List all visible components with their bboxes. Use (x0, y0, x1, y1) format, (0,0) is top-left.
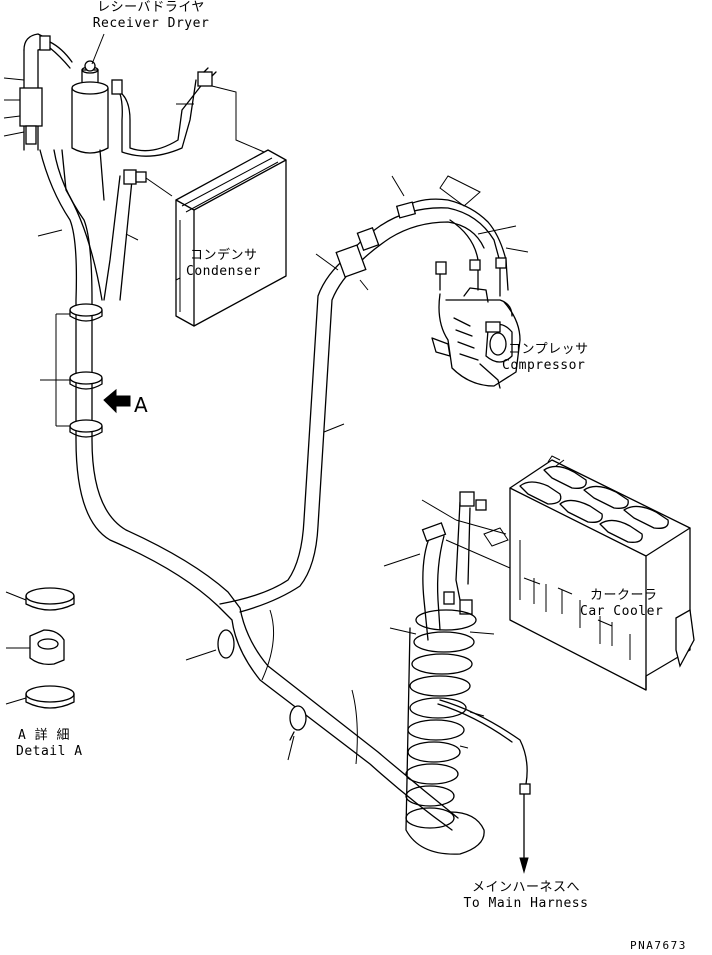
view-arrow-label: A (134, 393, 149, 417)
main-harness-wire (351, 689, 531, 874)
spiral-guard (405, 609, 485, 855)
receiver-dryer-label-en: Receiver Dryer (92, 16, 210, 31)
hose-clamps (40, 303, 103, 438)
compressor-hose (219, 175, 529, 613)
car-cooler (509, 455, 695, 691)
detail-a-label-jp: A 詳 細 (18, 728, 70, 743)
condenser-label-en: Condenser (186, 264, 261, 279)
cooler-hoses (383, 491, 511, 749)
compressor (431, 287, 521, 389)
detail-a-clamps (5, 587, 75, 709)
main-hose-bundle (39, 149, 459, 831)
compressor-label-en: Compressor (502, 358, 586, 373)
condenser (175, 149, 287, 327)
detail-a-label-en: Detail A (16, 744, 83, 759)
car-cooler-label-en: Car Cooler (580, 604, 664, 619)
car-cooler-label-jp: カークーラ (590, 588, 658, 603)
receiver-dryer (71, 60, 109, 154)
drier-fitting (19, 33, 73, 151)
compressor-label-jp: コンプレッサ (508, 342, 589, 357)
condenser-label-jp: コンデンサ (190, 248, 258, 263)
dryer-condenser-hose (111, 67, 265, 157)
lower-clamps (185, 629, 307, 761)
main-harness-label-jp: メインハーネスへ (471, 880, 580, 895)
drawing-number: PNA7673 (630, 939, 687, 952)
main-harness-label-en: To Main Harness (463, 896, 589, 911)
receiver-dryer-label-jp: レシーバドライヤ (97, 0, 205, 15)
view-arrow-a (103, 388, 131, 414)
